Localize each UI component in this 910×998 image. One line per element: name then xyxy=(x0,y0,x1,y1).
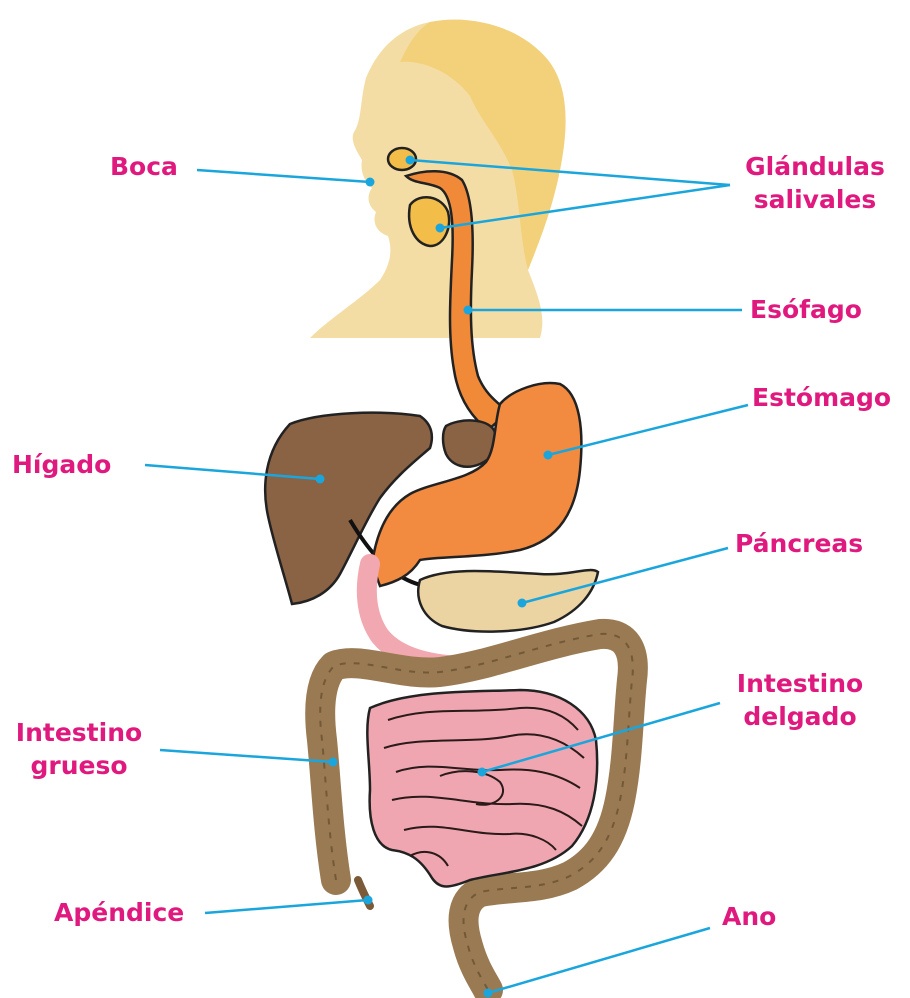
dot-glandulas-upper xyxy=(406,156,415,165)
label-glandulas-line-2: salivales xyxy=(730,183,900,216)
dot-higado xyxy=(316,475,325,484)
label-apendice: Apéndice xyxy=(54,896,184,929)
leader-intestino-grueso xyxy=(160,750,333,762)
dot-intestino-grueso xyxy=(329,758,338,767)
dot-estomago xyxy=(544,451,553,460)
dot-glandulas-lower xyxy=(436,224,445,233)
dot-boca xyxy=(366,178,375,187)
label-boca: Boca xyxy=(110,150,178,183)
dot-apendice xyxy=(364,896,373,905)
label-esofago: Esófago xyxy=(750,293,862,326)
leader-boca xyxy=(197,170,370,182)
label-intestino-grueso: Intestino grueso xyxy=(4,716,154,782)
label-higado: Hígado xyxy=(12,448,111,481)
dot-intestino-delgado xyxy=(478,768,487,777)
label-glandulas-line-1: Glándulas xyxy=(730,150,900,183)
leader-apendice xyxy=(205,900,368,913)
label-pancreas: Páncreas xyxy=(735,527,863,560)
dot-pancreas xyxy=(518,599,527,608)
leader-ano xyxy=(488,928,710,993)
label-intestino-delgado-line-1: Intestino xyxy=(720,667,880,700)
label-intestino-grueso-line-1: Intestino xyxy=(4,716,154,749)
small-intestine-shape xyxy=(367,690,597,887)
label-intestino-grueso-line-2: grueso xyxy=(4,749,154,782)
label-ano: Ano xyxy=(722,900,776,933)
dot-ano xyxy=(484,989,493,998)
label-glandulas-salivales: Glándulas salivales xyxy=(730,150,900,216)
pancreas-shape xyxy=(418,570,598,632)
label-estomago: Estómago xyxy=(752,381,891,414)
label-intestino-delgado: Intestino delgado xyxy=(720,667,880,733)
label-intestino-delgado-line-2: delgado xyxy=(720,700,880,733)
dot-esofago xyxy=(464,306,473,315)
